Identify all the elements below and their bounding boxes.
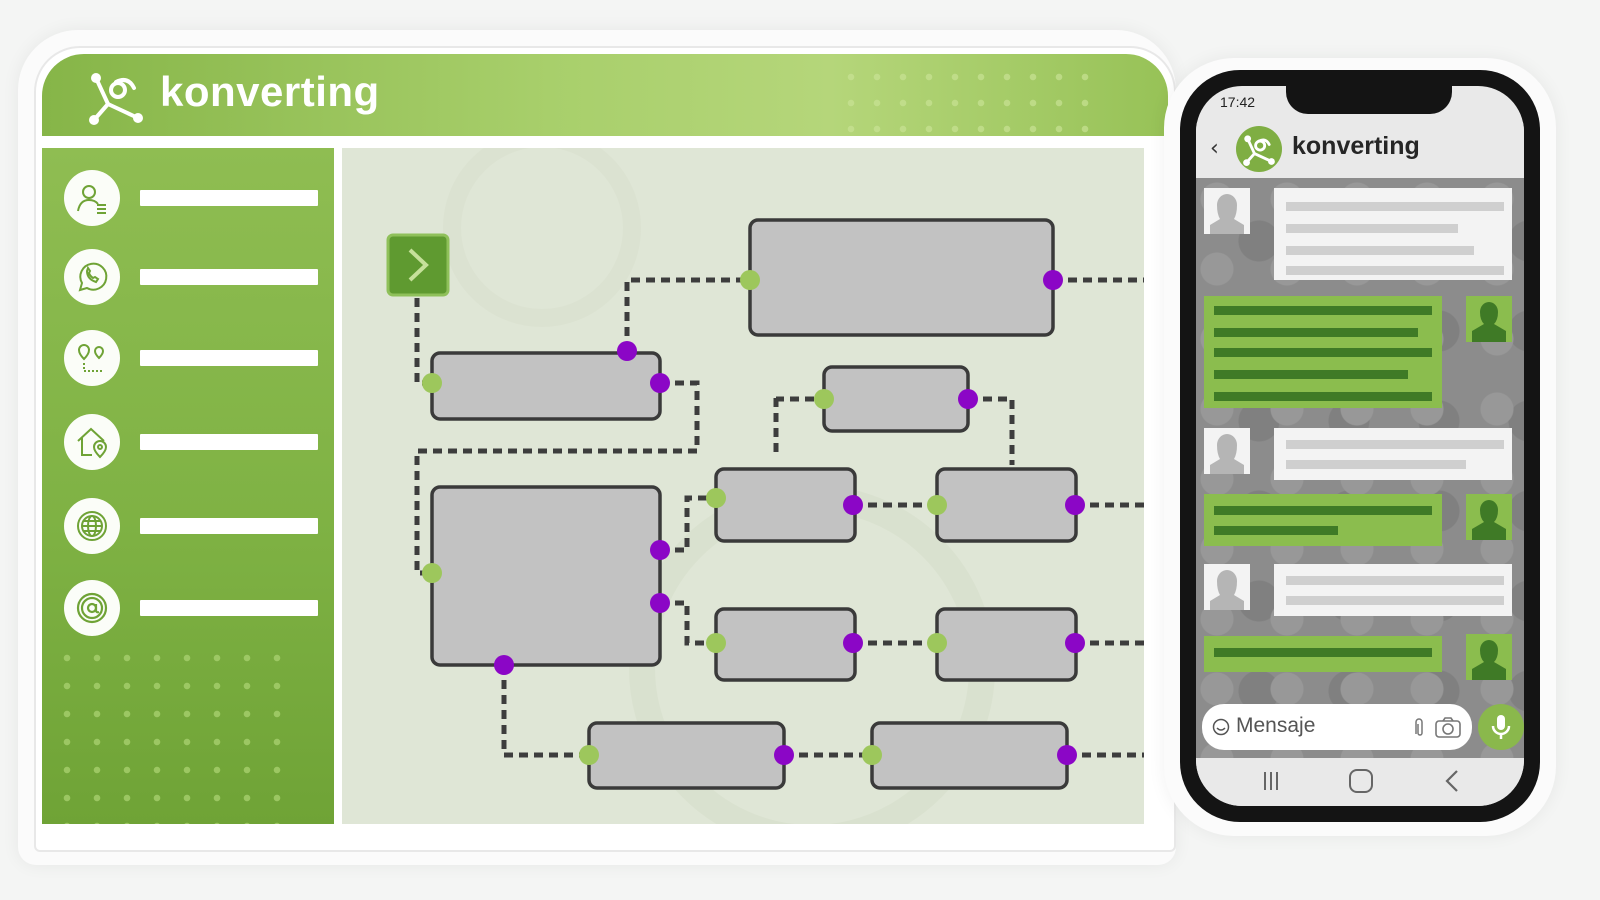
flow-builder-canvas[interactable] — [342, 148, 1144, 824]
flow-node[interactable] — [935, 467, 1078, 543]
flow-diagram — [386, 148, 1144, 824]
flow-connectors — [414, 277, 1144, 758]
desktop-window: konverting — [34, 46, 1176, 852]
outgoing-message — [1204, 636, 1442, 672]
flow-node[interactable] — [430, 351, 662, 421]
phone-screen: 17:42 ‹ konverting — [1196, 86, 1524, 806]
flow-node[interactable] — [935, 607, 1078, 682]
message-input-bar — [1202, 704, 1472, 750]
agent-avatar-icon — [1466, 494, 1512, 540]
sidebar-item-label — [140, 269, 318, 285]
user-avatar-icon — [1204, 564, 1250, 610]
contact-name: konverting — [1292, 132, 1420, 160]
at-sign-icon — [64, 580, 120, 636]
sidebar-item-home[interactable] — [64, 414, 324, 470]
phone: 17:42 ‹ konverting — [1180, 70, 1540, 822]
flow-input-ports — [422, 270, 947, 765]
phone-notch — [1286, 86, 1452, 114]
outgoing-message — [1204, 296, 1442, 408]
flow-node[interactable] — [748, 218, 1055, 337]
recent-apps-icon[interactable] — [1256, 768, 1286, 794]
sidebar — [42, 148, 334, 824]
home-icon[interactable] — [1346, 768, 1376, 794]
message-input[interactable] — [1236, 714, 1386, 738]
chat-header: ‹ konverting — [1196, 122, 1524, 178]
konverting-logo-icon — [89, 73, 143, 125]
flow-node[interactable] — [714, 607, 857, 682]
attach-icon[interactable] — [1412, 716, 1426, 738]
konverting-logo-icon — [1243, 135, 1275, 166]
sidebar-item-label — [140, 350, 318, 366]
microphone-button[interactable] — [1478, 704, 1524, 750]
system-navbar — [1196, 758, 1524, 806]
flow-node[interactable] — [714, 467, 857, 543]
app-brand-name: konverting — [160, 68, 380, 115]
home-location-icon — [64, 414, 120, 470]
back-chevron-icon[interactable]: ‹ — [1210, 136, 1219, 161]
agent-avatar-icon — [1466, 634, 1512, 680]
header-pattern — [838, 64, 1098, 134]
user-avatar-icon — [1204, 428, 1250, 474]
flow-node[interactable] — [587, 721, 786, 790]
flow-node[interactable] — [430, 485, 662, 667]
emoji-icon[interactable] — [1212, 718, 1230, 736]
chevron-right-icon — [408, 248, 429, 282]
incoming-message — [1274, 564, 1512, 616]
incoming-message — [1274, 428, 1512, 480]
sidebar-item-label — [140, 518, 318, 534]
contact-avatar[interactable] — [1236, 126, 1282, 172]
back-icon[interactable] — [1438, 768, 1468, 794]
sidebar-pattern — [52, 644, 282, 824]
contact-list-icon — [64, 170, 120, 226]
incoming-message — [1274, 188, 1512, 280]
sidebar-item-contacts[interactable] — [64, 170, 324, 226]
user-avatar-icon — [1204, 188, 1250, 234]
camera-icon[interactable] — [1434, 715, 1462, 739]
sidebar-item-email[interactable] — [64, 580, 324, 636]
flow-node[interactable] — [822, 365, 970, 433]
globe-icon — [64, 498, 120, 554]
whatsapp-phone-icon — [64, 249, 120, 305]
flow-output-ports — [494, 270, 1085, 765]
chat-messages — [1196, 178, 1524, 758]
sidebar-item-locations[interactable] — [64, 330, 324, 386]
status-time: 17:42 — [1220, 94, 1256, 110]
sidebar-item-label — [140, 434, 318, 450]
outgoing-message — [1204, 494, 1442, 546]
app-header: konverting — [42, 54, 1168, 136]
sidebar-item-label — [140, 600, 318, 616]
sidebar-item-label — [140, 190, 318, 206]
sidebar-item-whatsapp[interactable] — [64, 249, 324, 305]
microphone-icon — [1491, 715, 1511, 739]
sidebar-item-web[interactable] — [64, 498, 324, 554]
agent-avatar-icon — [1466, 296, 1512, 342]
flow-node[interactable] — [870, 721, 1069, 790]
location-map-icon — [64, 330, 120, 386]
flow-start-node[interactable] — [386, 233, 450, 297]
